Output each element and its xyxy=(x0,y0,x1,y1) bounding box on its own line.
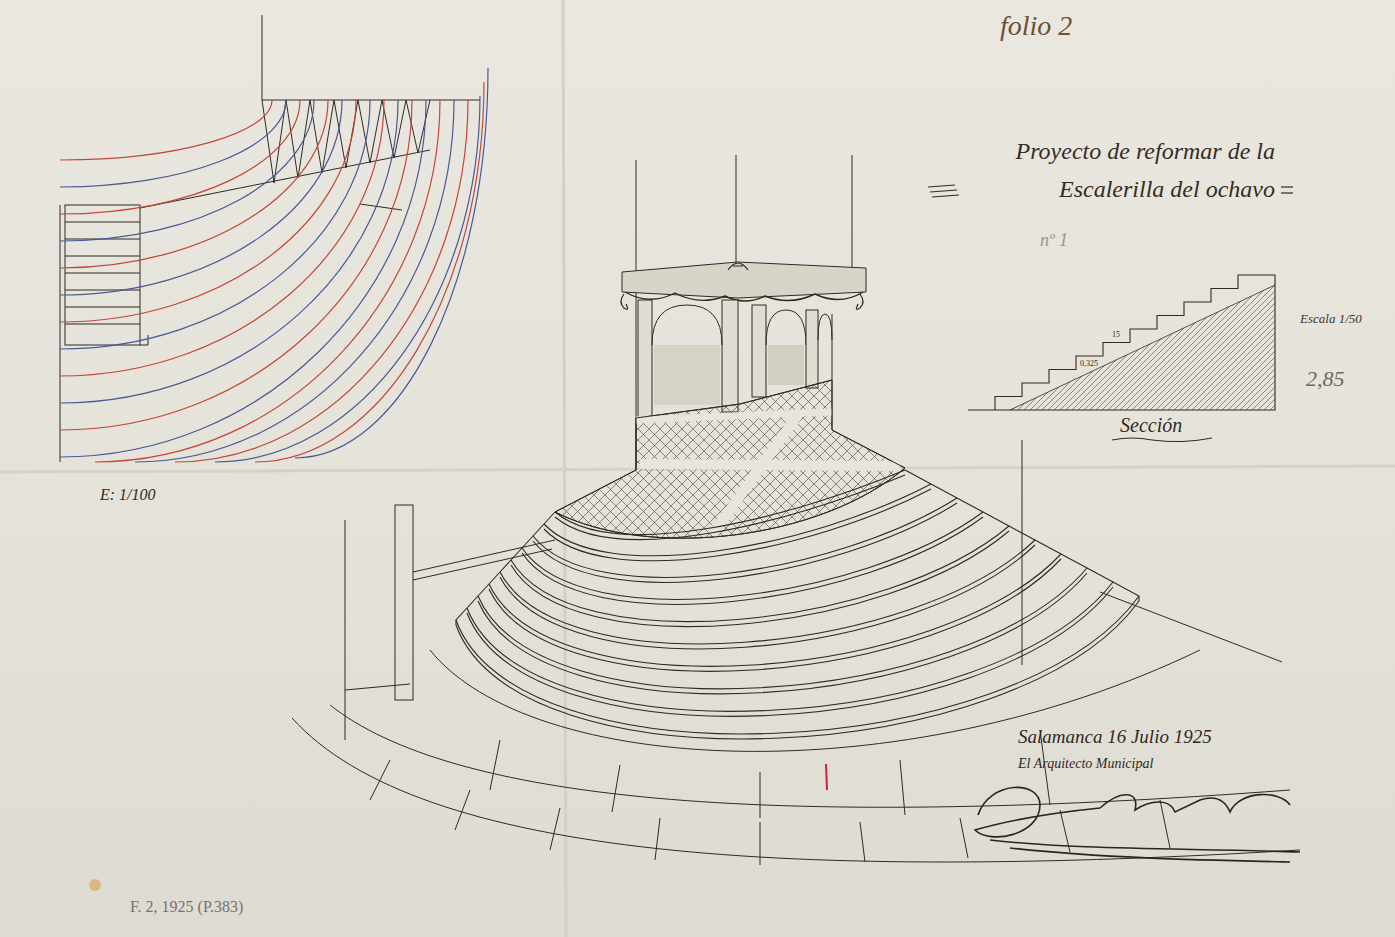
folio-number: folio 2 xyxy=(1000,10,1072,42)
author-role: El Arquitecto Municipal xyxy=(1018,756,1153,772)
section-label: Sección xyxy=(1120,414,1182,437)
sheet-number: nº 1 xyxy=(1040,230,1068,251)
scale-note: E: 1/100 xyxy=(100,486,156,504)
drawing-title: Proyecto de reformar de la Escalerilla d… xyxy=(905,132,1275,209)
plan-arcs xyxy=(60,68,488,462)
curved-steps xyxy=(456,470,1139,739)
platform xyxy=(555,380,905,538)
riser-dimension: 15 xyxy=(1112,330,1120,339)
scale-note: Escala 1/50 xyxy=(1300,312,1362,327)
tread-dimension: 0,325 xyxy=(1080,359,1098,368)
stair-section xyxy=(968,275,1275,442)
place-date: Salamanca 16 Julio 1925 xyxy=(1018,726,1212,748)
signature xyxy=(975,787,1300,862)
height-dimension: 2,85 xyxy=(1306,366,1345,391)
plan-view xyxy=(60,15,480,462)
walls-and-paving xyxy=(292,440,1300,865)
archive-reference: F. 2, 1925 (P.383) xyxy=(130,898,243,916)
